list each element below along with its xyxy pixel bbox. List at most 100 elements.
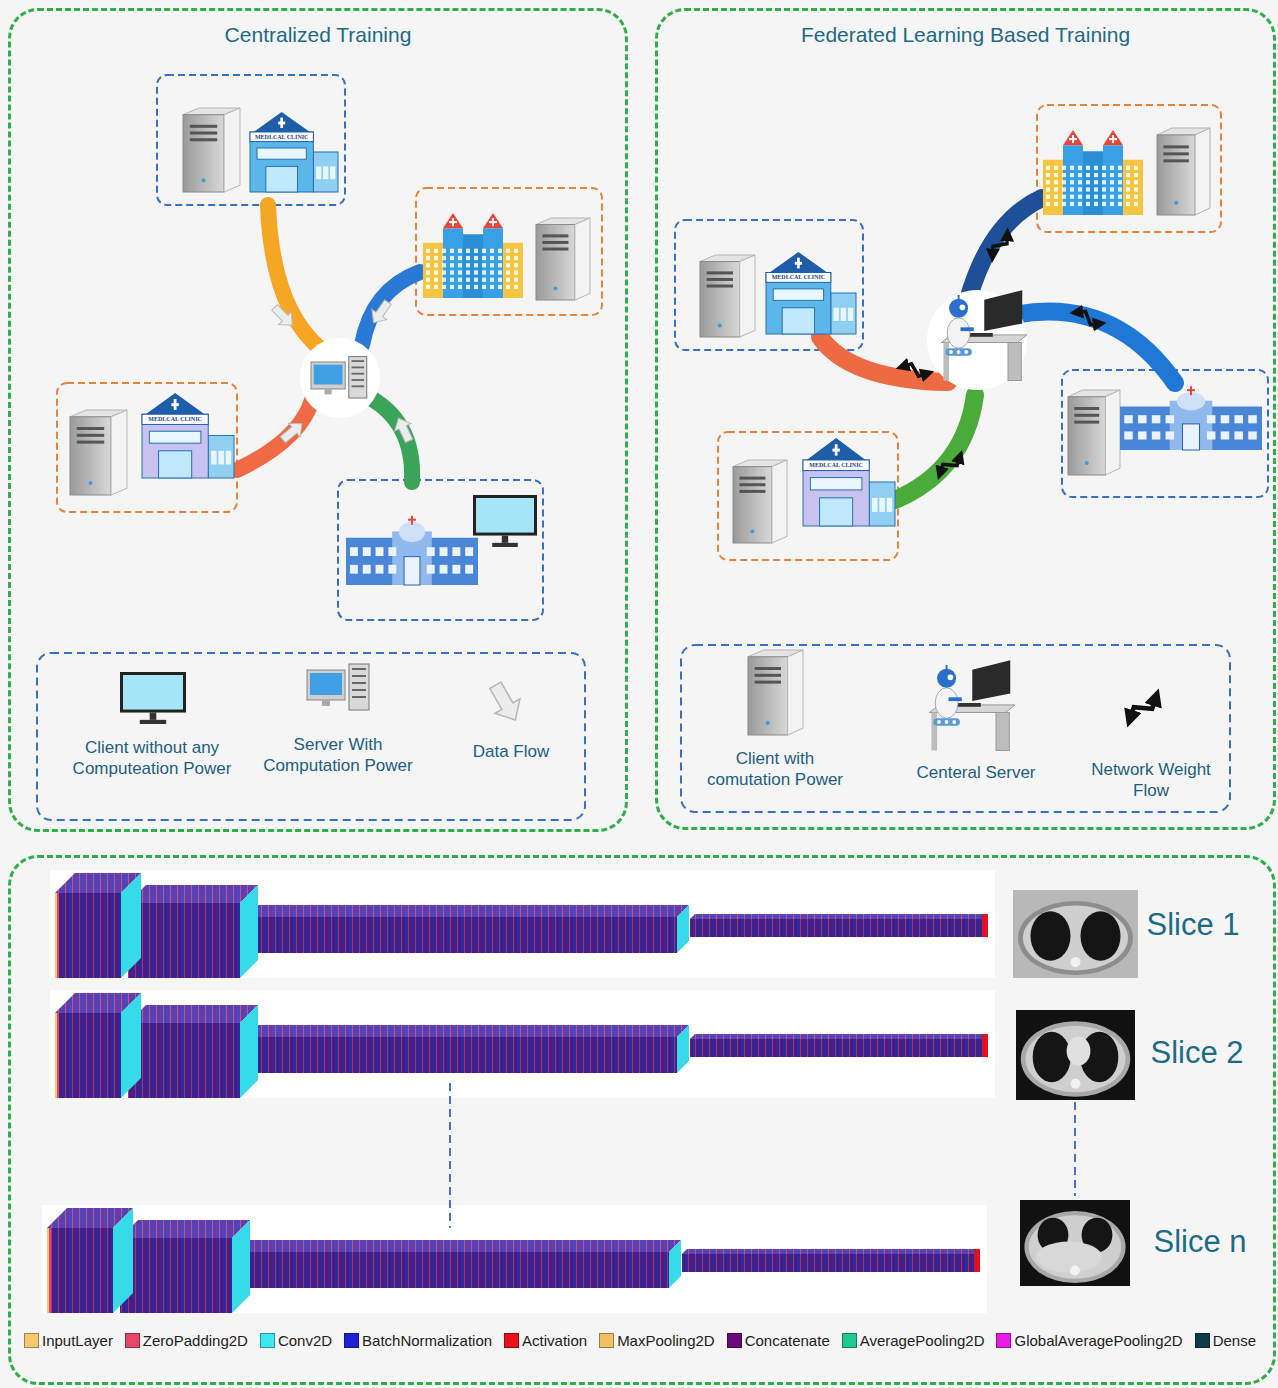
server-slot (1074, 414, 1099, 417)
block-top (245, 1025, 689, 1037)
hospital-window (1062, 173, 1066, 177)
desk-monitor (984, 290, 1022, 331)
hospital-window (426, 285, 430, 289)
hospital-window (498, 256, 502, 260)
hub-circle (300, 338, 380, 418)
server-slot (542, 234, 568, 237)
block-tip (982, 914, 988, 937)
block-edge (49, 1228, 51, 1313)
hospital-window (1152, 415, 1161, 423)
legend-swatch (1195, 1333, 1210, 1348)
ct-lung (1031, 911, 1071, 960)
flow-ribbon (237, 400, 312, 470)
block-top (120, 1220, 250, 1238)
hospital-window (1070, 202, 1074, 206)
hospital-window (1102, 173, 1106, 177)
hospital-window (426, 249, 430, 253)
hospital-window (482, 249, 486, 253)
server-led (718, 324, 722, 328)
clinic-icon (766, 252, 856, 334)
legend-item: InputLayer (24, 1332, 113, 1349)
hospital-window (506, 270, 510, 274)
block-tip (982, 1034, 988, 1057)
block-front (47, 1228, 113, 1313)
hospital-window (450, 256, 454, 260)
ct-body (1021, 1021, 1130, 1097)
layer-block (245, 1025, 689, 1073)
legend-swatch (260, 1333, 275, 1348)
hospital-window (450, 270, 454, 274)
clinic-roof (146, 393, 205, 414)
hospital-window (1110, 166, 1114, 170)
hospital-window (1078, 187, 1082, 191)
block-top (245, 905, 689, 917)
hospital-window (442, 278, 446, 282)
hospital-window (482, 263, 486, 267)
training-panel: Federated Learning Based Training (655, 8, 1276, 830)
server-front (1157, 135, 1195, 215)
server-side (111, 410, 127, 495)
hospital-tower (483, 228, 503, 298)
server-front (183, 115, 224, 192)
hospital-window (1110, 187, 1114, 191)
hospital-window (466, 263, 470, 267)
legend-text: InputLayer (42, 1332, 113, 1349)
sign-text: MEDLCAL CLINIC (809, 462, 863, 468)
site-box (718, 432, 898, 560)
ct-spine (1071, 1079, 1081, 1089)
hospital-window (474, 249, 478, 253)
hospital-window (1054, 180, 1058, 184)
clinic-body (250, 132, 313, 192)
hospital-window (498, 263, 502, 267)
server-slot (707, 278, 733, 281)
monitor-screen (476, 498, 534, 533)
hospital-window (490, 278, 494, 282)
monitor-frame (120, 672, 186, 713)
robot-base (933, 718, 960, 726)
hospital-window (1221, 415, 1230, 423)
weight-flow-arrow (1126, 692, 1160, 724)
legend-box (37, 653, 585, 820)
site-box (1037, 105, 1221, 232)
ct-body (1018, 901, 1133, 975)
block-edge (55, 893, 57, 978)
server-pc-icon (307, 664, 369, 710)
hospital-window (434, 256, 438, 260)
server-slot (77, 434, 104, 437)
hospital-window (1138, 431, 1147, 439)
hospital-window (490, 256, 494, 260)
clinic-sign (766, 273, 831, 283)
legend-text: Network Weight Flow (1081, 759, 1221, 801)
clinic-window (323, 166, 328, 179)
robot-wheel (945, 720, 949, 724)
clinic-cross (171, 403, 178, 406)
layer-block (55, 993, 141, 1098)
server-side (1195, 128, 1210, 215)
server-led (553, 287, 557, 291)
hospital-window (1078, 202, 1082, 206)
legend-swatch (504, 1333, 519, 1348)
clinic-body (142, 414, 208, 478)
ct-bg (1016, 1010, 1135, 1100)
hospital-window (1110, 202, 1114, 206)
layer-block (690, 914, 987, 937)
clinic-window (879, 498, 885, 512)
site-box (416, 188, 602, 315)
hospital-window (458, 263, 462, 267)
legend-swatch (24, 1333, 39, 1348)
server-front (733, 467, 772, 543)
clinic-roof (770, 252, 828, 273)
hospital-window (1118, 187, 1122, 191)
clinic-icon (250, 112, 338, 192)
hospital-window (1094, 187, 1098, 191)
panel-legends (37, 645, 1230, 820)
legend-item: GlobalAveragePooling2D (996, 1332, 1182, 1349)
hospital-window (482, 256, 486, 260)
robot-wheel (949, 350, 953, 354)
clinic-sign (142, 414, 208, 424)
pc-stand (322, 700, 330, 706)
hospital-window (1118, 180, 1122, 184)
hospital-window (350, 547, 358, 556)
layer-block (128, 885, 258, 978)
monitor-stand (502, 536, 508, 543)
